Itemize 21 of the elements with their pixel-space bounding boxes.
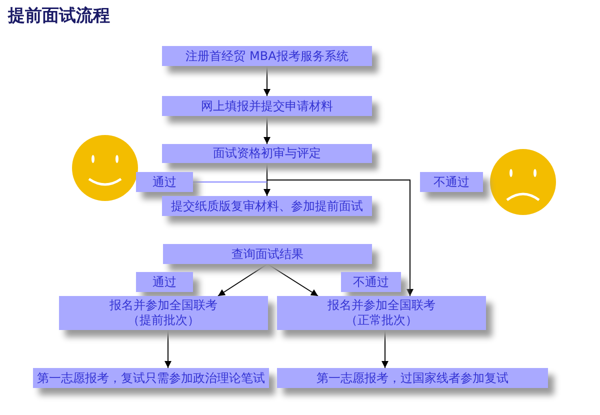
result-tag: 不通过 bbox=[341, 272, 401, 292]
arrow bbox=[218, 264, 268, 296]
result-tag: 不通过 bbox=[420, 172, 483, 192]
process-box: 面试资格初审与评定 bbox=[162, 144, 372, 163]
result-tag: 通过 bbox=[136, 272, 193, 292]
arrow bbox=[164, 330, 172, 368]
result-tag: 通过 bbox=[136, 172, 193, 192]
arrow bbox=[382, 330, 388, 368]
process-box: 网上填报并提交申请材料 bbox=[162, 96, 372, 116]
process-box: 报名并参加全国联考（正常批次） bbox=[277, 296, 486, 330]
arrow bbox=[266, 162, 414, 296]
arrow bbox=[264, 116, 270, 144]
process-box: 提交纸质版复审材料、参加提前面试 bbox=[162, 196, 372, 216]
arrow bbox=[264, 66, 270, 96]
process-box: 注册首经贸 MBA报考服务系统 bbox=[162, 46, 372, 66]
title: 提前面试流程 bbox=[8, 5, 110, 27]
process-box: 报名并参加全国联考（提前批次） bbox=[59, 296, 268, 330]
process-box: 第一志愿报考，复试只需参加政治理论笔试 bbox=[33, 368, 269, 388]
process-box: 查询面试结果 bbox=[163, 244, 372, 264]
process-box: 第一志愿报考，过国家线者参加复试 bbox=[277, 368, 548, 388]
arrow bbox=[267, 264, 318, 296]
